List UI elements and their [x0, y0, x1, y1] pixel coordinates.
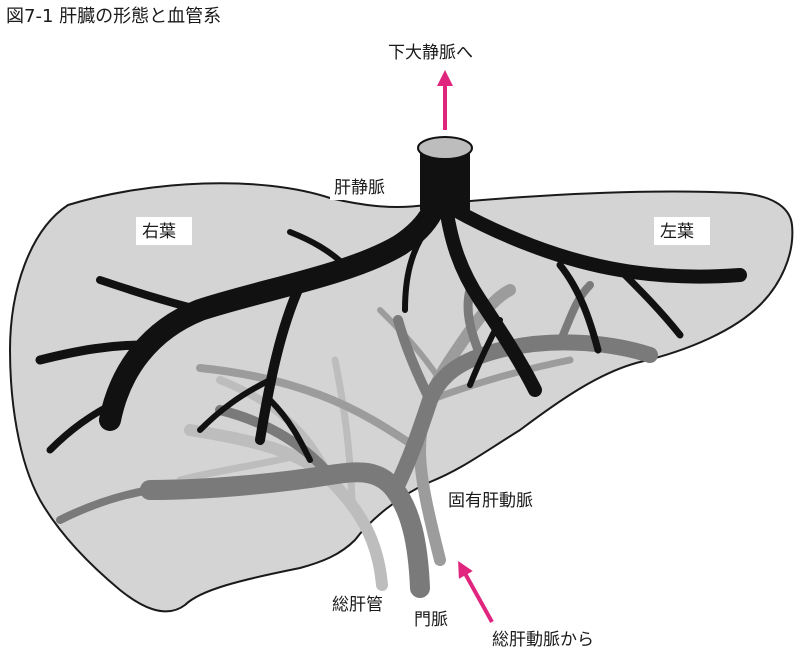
label-ivc: 下大静脈へ: [388, 43, 473, 63]
artery-inflow-arrow: [458, 561, 494, 623]
svg-text:固有肝動脈: 固有肝動脈: [448, 491, 533, 511]
figure-title: 図7-1 肝臓の形態と血管系: [6, 6, 221, 27]
svg-text:左葉: 左葉: [660, 222, 694, 242]
label-left-lobe: 左葉: [654, 217, 710, 245]
svg-text:下大静脈へ: 下大静脈へ: [388, 43, 473, 63]
svg-text:門脈: 門脈: [414, 610, 448, 630]
svg-text:総肝管: 総肝管: [332, 595, 383, 615]
inferior-vena-cava-stump: [417, 136, 473, 210]
label-portal-vein: 門脈: [414, 610, 448, 630]
svg-text:総肝動脈から: 総肝動脈から: [492, 630, 594, 650]
hepatic-vein-tree: [35, 154, 747, 463]
label-hepatic-vein: 肝静脈: [330, 174, 404, 200]
svg-text:肝静脈: 肝静脈: [334, 178, 385, 198]
label-right-lobe: 右葉: [136, 217, 192, 245]
label-common-bile-duct: 総肝管: [332, 595, 383, 615]
label-proper-hepatic-artery: 固有肝動脈: [448, 491, 533, 511]
svg-text:右葉: 右葉: [142, 222, 176, 242]
label-common-hepatic-artery: 総肝動脈から: [492, 630, 594, 650]
